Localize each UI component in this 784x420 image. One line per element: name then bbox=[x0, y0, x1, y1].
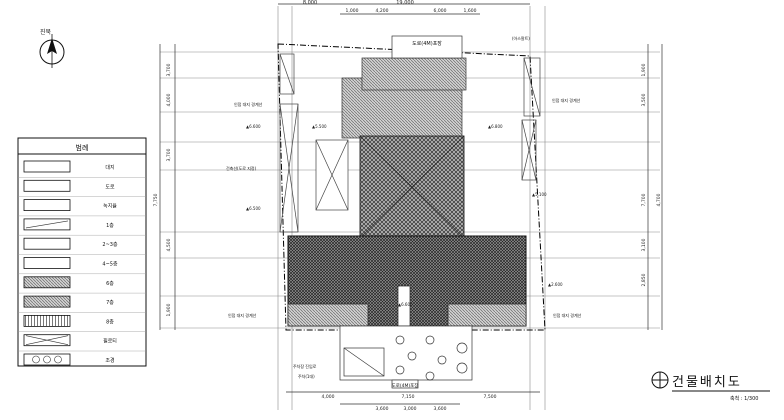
dim-left-5: 1,900 bbox=[166, 303, 172, 316]
legend-swatch-6 bbox=[23, 257, 71, 269]
landscape-trees bbox=[395, 335, 468, 381]
drawing-title: 건물배치도 bbox=[672, 375, 742, 390]
level-marker-6: ▲2.600 bbox=[548, 282, 563, 287]
dim-top-seg-3: 6,000 bbox=[434, 8, 447, 14]
road-top-label: 도로(4M)포장 bbox=[412, 40, 442, 47]
legend-label-7: 6층 bbox=[106, 280, 114, 287]
legend-label-11: 조경 bbox=[105, 357, 114, 364]
dim-right-2: 3,500 bbox=[641, 93, 647, 106]
dim-bottom-seg-3: 3,600 bbox=[434, 406, 447, 412]
road-top-sub: (아스팔트) bbox=[512, 35, 530, 41]
legend-swatch-2 bbox=[23, 179, 71, 192]
dim-bottom-2: 7,150 bbox=[402, 394, 415, 400]
dim-left-2: 4,000 bbox=[166, 93, 172, 106]
dim-left-6: 7,750 bbox=[153, 193, 159, 206]
dim-top-seg-2: 4,200 bbox=[376, 8, 389, 14]
left-parking-strip bbox=[279, 53, 299, 233]
dim-right-1: 1,900 bbox=[641, 63, 647, 76]
dim-top-seg-1: 1,000 bbox=[346, 8, 359, 14]
level-marker-1: ▲6.600 bbox=[246, 124, 261, 129]
boundary-note-right: 인접 대지 경계선 bbox=[552, 97, 581, 103]
level-marker-5: ▲6.500 bbox=[246, 206, 261, 211]
svg-text:진북: 진북 bbox=[40, 28, 52, 36]
parking-entry-label: 주차장 진입로 bbox=[293, 363, 317, 369]
legend-label-5: 2~3층 bbox=[102, 241, 118, 248]
legend-swatch-7 bbox=[23, 276, 71, 289]
boundary-note-bottom-left: 인접 대지 경계선 bbox=[228, 312, 257, 318]
legend-label-2: 도로 bbox=[105, 184, 115, 190]
parking-label: 주차(1대) bbox=[298, 373, 315, 379]
legend-label-4: 1층 bbox=[106, 222, 114, 229]
dim-top-overall: 19,000 bbox=[396, 0, 414, 6]
boundary-note-left: 인접 대지 경계선 bbox=[234, 101, 263, 107]
legend-label-10: 필로티 bbox=[103, 338, 117, 345]
legend-swatch-1 bbox=[23, 160, 71, 173]
legend-swatch-9 bbox=[23, 314, 71, 327]
legend-label-6: 4~5층 bbox=[102, 261, 118, 268]
dimension-lines bbox=[159, 3, 663, 405]
dim-left-3: 3,700 bbox=[166, 148, 172, 161]
dim-bottom-seg-1: 3,600 bbox=[376, 406, 389, 412]
dim-left-1: 3,700 bbox=[166, 63, 172, 76]
legend-label-8: 7층 bbox=[106, 299, 114, 306]
road-bottom-label: 도로(4M)포장 bbox=[392, 382, 419, 389]
dim-right-5: 2,850 bbox=[641, 273, 647, 286]
right-parking-strip bbox=[521, 57, 541, 181]
legend-label-3: 녹지율 bbox=[103, 203, 117, 210]
dim-right-3: 7,700 bbox=[641, 193, 647, 206]
road-box-top bbox=[391, 35, 463, 59]
entrance-court bbox=[339, 325, 473, 381]
level-marker-2: ▲5.500 bbox=[312, 124, 327, 129]
dim-bottom-3: 7,500 bbox=[484, 394, 497, 400]
road-box-bottom bbox=[391, 379, 419, 389]
legend-swatch-11 bbox=[23, 353, 71, 366]
dim-right-4: 3,100 bbox=[641, 238, 647, 251]
legend-swatch-5 bbox=[23, 237, 71, 250]
dim-bottom-seg-2: 3,000 bbox=[404, 406, 417, 412]
dim-top-left: 8,000 bbox=[303, 0, 317, 6]
boundary-note-bottom-right: 인접 대지 경계선 bbox=[553, 312, 582, 318]
dim-left-4: 4,500 bbox=[166, 238, 172, 251]
legend-title: 범례 bbox=[76, 143, 89, 152]
parking-bay bbox=[343, 347, 385, 377]
legend-label-1: 대지 bbox=[105, 164, 114, 171]
level-marker-3: ▲6.800 bbox=[488, 124, 503, 129]
building-upper-block bbox=[361, 57, 467, 91]
drawing-scale: 축척 : 1/300 bbox=[730, 395, 758, 402]
legend-swatch-3 bbox=[23, 199, 71, 212]
level-marker-4: ▲5.100 bbox=[532, 192, 547, 197]
level-marker-7: ▲6.600 bbox=[398, 302, 413, 307]
dim-top-seg-4: 1,600 bbox=[464, 8, 477, 14]
legend-swatch-8 bbox=[23, 295, 71, 308]
dim-bottom-1: 4,000 bbox=[322, 394, 335, 400]
building-line-label: 건축선(도로 지정) bbox=[226, 165, 257, 171]
north-arrow-icon: 진북 bbox=[39, 28, 65, 68]
dim-right-6: 4,700 bbox=[656, 193, 662, 206]
legend-label-9: 8층 bbox=[106, 318, 114, 325]
title-block: 건물배치도 축척 : 1/300 bbox=[651, 371, 770, 402]
